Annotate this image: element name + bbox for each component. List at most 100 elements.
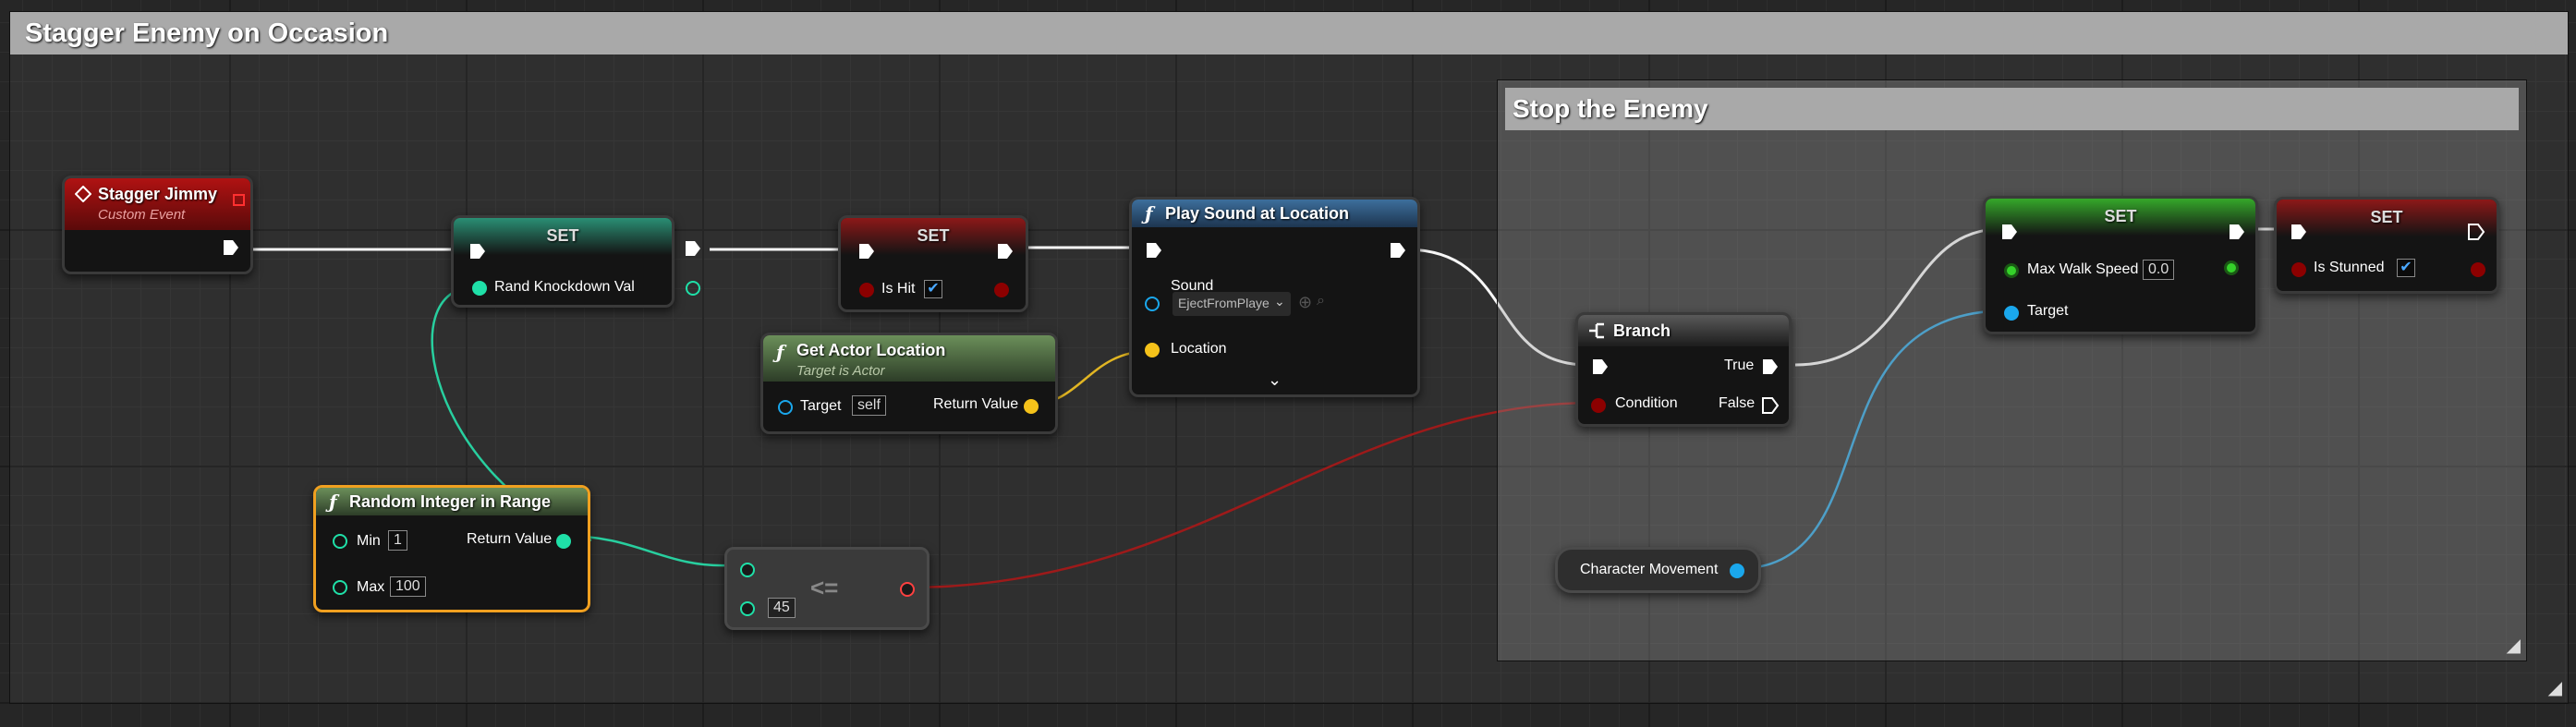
variable-label: Is Hit <box>881 281 916 297</box>
true-label: True <box>1724 357 1755 373</box>
exec-out-pin[interactable] <box>1389 241 1407 260</box>
variable-label: Is Stunned <box>2314 260 2385 275</box>
target-label: Target <box>800 398 842 414</box>
node-header <box>454 218 672 255</box>
delegate-pin[interactable] <box>233 194 245 206</box>
location-label: Location <box>1171 341 1227 357</box>
integer-in-pin[interactable] <box>740 563 755 577</box>
float-in-pin[interactable] <box>2004 263 2019 278</box>
exec-true-pin[interactable] <box>1761 357 1780 376</box>
exec-false-pin[interactable] <box>1761 396 1780 415</box>
browse-arrow-icon[interactable]: ⊕ <box>1298 293 1313 311</box>
exec-wire <box>1404 248 1588 367</box>
condition-label: Condition <box>1615 395 1678 411</box>
resize-handle-icon[interactable]: ◢ <box>2547 678 2562 698</box>
node-header <box>316 488 588 515</box>
exec-in-pin[interactable] <box>468 242 487 261</box>
target-label: Target <box>2027 303 2069 319</box>
boolean-in-pin[interactable] <box>1591 398 1606 413</box>
branch-icon <box>1589 322 1604 339</box>
object-out-pin[interactable] <box>1730 563 1744 578</box>
node-title: SET <box>2104 207 2137 225</box>
integer-in-pin[interactable] <box>333 580 347 595</box>
min-value[interactable]: 1 <box>388 530 407 551</box>
node-subtitle: Custom Event <box>98 207 186 223</box>
false-label: False <box>1719 395 1756 411</box>
exec-out-pin[interactable] <box>684 239 702 258</box>
node-header <box>2277 200 2497 236</box>
set-node-is-stunned[interactable]: SET Is Stunned ✔ <box>2274 197 2499 294</box>
chevron-down-icon[interactable]: ⌄ <box>1268 370 1282 389</box>
function-node-play-sound[interactable]: ƒ Play Sound at Location Sound EjectFrom… <box>1129 197 1420 397</box>
resize-handle-icon[interactable]: ◢ <box>2506 636 2521 656</box>
float-out-pin[interactable] <box>2224 261 2239 275</box>
boolean-in-pin[interactable] <box>859 283 874 297</box>
set-node-is-hit[interactable]: SET Is Hit ✔ <box>838 215 1028 312</box>
walk-speed-value[interactable]: 0.0 <box>2143 260 2175 280</box>
node-header <box>65 178 250 230</box>
diamond-event-icon <box>75 186 91 202</box>
vector-in-pin[interactable] <box>1145 343 1160 357</box>
bool-wire <box>906 401 1595 589</box>
exec-in-pin[interactable] <box>1591 357 1610 376</box>
variable-label: Max Walk Speed <box>2027 261 2139 277</box>
variable-label: Rand Knockdown Val <box>494 279 635 295</box>
integer-out-pin[interactable] <box>686 281 700 296</box>
function-node-random-integer[interactable]: ƒ Random Integer in Range Min 1 Return V… <box>313 485 590 612</box>
set-node-rand-knockdown[interactable]: SET Rand Knockdown Val <box>451 215 700 308</box>
node-title: SET <box>917 226 950 245</box>
object-in-pin[interactable] <box>2004 306 2019 321</box>
search-icon[interactable]: ⌕ <box>1317 293 1325 309</box>
integer-in-pin[interactable] <box>740 601 755 616</box>
sound-label: Sound <box>1171 278 1214 294</box>
comment-title[interactable]: Stagger Enemy on Occasion <box>10 12 2568 55</box>
exec-in-pin[interactable] <box>2000 223 2019 241</box>
node-title: SET <box>546 226 579 245</box>
node-title: Branch <box>1613 321 1671 340</box>
is-stunned-checkbox[interactable]: ✔ <box>2397 259 2415 277</box>
boolean-out-pin[interactable] <box>994 283 1009 297</box>
exec-out-pin[interactable] <box>996 242 1015 261</box>
is-hit-checkbox[interactable]: ✔ <box>924 280 942 298</box>
node-title: Get Actor Location <box>796 341 946 359</box>
max-value[interactable]: 100 <box>390 576 426 597</box>
target-value[interactable]: self <box>852 395 886 416</box>
object-in-pin[interactable] <box>1145 297 1160 311</box>
boolean-out-pin[interactable] <box>900 582 915 597</box>
function-f-icon: ƒ <box>329 491 337 513</box>
exec-out-pin[interactable] <box>2467 223 2485 241</box>
max-label: Max <box>357 579 385 595</box>
integer-in-pin[interactable] <box>333 534 347 549</box>
chevron-down-icon: ⌄ <box>1274 294 1285 309</box>
comment-title[interactable]: Stop the Enemy <box>1505 88 2519 130</box>
integer-out-pin[interactable] <box>556 534 571 549</box>
variable-node-character-movement[interactable]: Character Movement <box>1555 547 1761 593</box>
exec-in-pin[interactable] <box>1145 241 1163 260</box>
function-node-get-actor-location[interactable]: ƒ Get Actor Location Target is Actor Tar… <box>760 333 1058 434</box>
node-title: Play Sound at Location <box>1165 204 1350 223</box>
exec-in-pin[interactable] <box>2290 223 2308 241</box>
set-node-max-walk-speed[interactable]: SET Max Walk Speed 0.0 Target <box>1983 196 2258 334</box>
sound-asset-dropdown[interactable]: EjectFromPlaye ⌄ <box>1173 292 1291 316</box>
boolean-in-pin[interactable] <box>2291 262 2306 277</box>
min-label: Min <box>357 533 381 549</box>
return-value-label: Return Value <box>467 531 553 547</box>
node-header <box>1986 199 2255 236</box>
node-header <box>763 335 1055 382</box>
exec-out-pin[interactable] <box>2228 223 2246 241</box>
branch-node[interactable]: Branch True Condition False <box>1575 312 1792 427</box>
object-in-pin[interactable] <box>778 400 793 415</box>
exec-in-pin[interactable] <box>857 242 876 261</box>
object-wire <box>1734 309 2011 571</box>
node-subtitle: Target is Actor <box>796 363 885 379</box>
node-title: Stagger Jimmy <box>98 185 218 203</box>
event-node-stagger-jimmy[interactable]: Stagger Jimmy Custom Event <box>62 176 253 274</box>
function-f-icon: ƒ <box>1145 202 1153 224</box>
operator-label: <= <box>810 574 839 601</box>
compare-node-less-equal[interactable]: 45 <= <box>724 547 930 630</box>
integer-in-pin[interactable] <box>472 281 487 296</box>
vector-out-pin[interactable] <box>1024 399 1039 414</box>
boolean-out-pin[interactable] <box>2471 262 2485 277</box>
compare-b-value[interactable]: 45 <box>768 598 796 618</box>
exec-out-pin[interactable] <box>222 238 240 257</box>
